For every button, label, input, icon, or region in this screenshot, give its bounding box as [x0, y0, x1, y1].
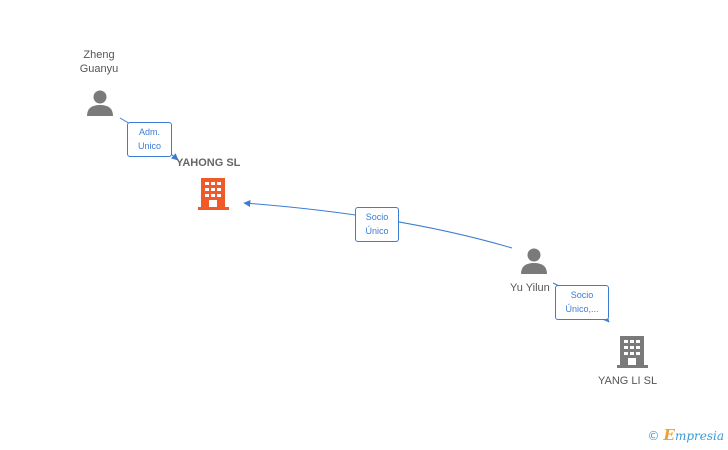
person-icon[interactable]: [87, 90, 113, 117]
person-label-yu-yilun[interactable]: Yu Yilun: [510, 282, 550, 294]
building-icon[interactable]: [617, 336, 648, 368]
edge-label-line2: Único,...: [565, 304, 599, 314]
edge-label-line1: Socio: [365, 212, 389, 222]
company-label-yang-li[interactable]: YANG LI SL: [598, 375, 658, 387]
person-name-line2: Guanyu: [79, 63, 119, 75]
edge-label-line1: Socio: [570, 290, 594, 300]
empresia-logo[interactable]: ©Empresia: [648, 426, 725, 444]
person-name-line1: Zheng: [83, 49, 115, 61]
person-icon[interactable]: [521, 248, 547, 275]
logo-initial: E: [663, 426, 675, 444]
edge-label-socio-unico[interactable]: Socio Único: [355, 207, 399, 242]
logo-name: mpresia: [674, 429, 724, 443]
person-label-zheng-guanyu[interactable]: Zheng Guanyu: [70, 48, 128, 76]
building-icon[interactable]: [198, 178, 229, 210]
edge-label-line1: Adm.: [138, 127, 160, 137]
edge-label-line2: Único: [365, 226, 389, 236]
copyright-symbol: ©: [647, 429, 660, 443]
company-label-yahong[interactable]: YAHONG SL: [176, 157, 241, 169]
edge-label-line2: Unico: [137, 141, 161, 151]
edge-label-socio-unico-more[interactable]: Socio Único,...: [555, 285, 609, 320]
edge-label-adm-unico[interactable]: Adm. Unico: [127, 122, 172, 157]
